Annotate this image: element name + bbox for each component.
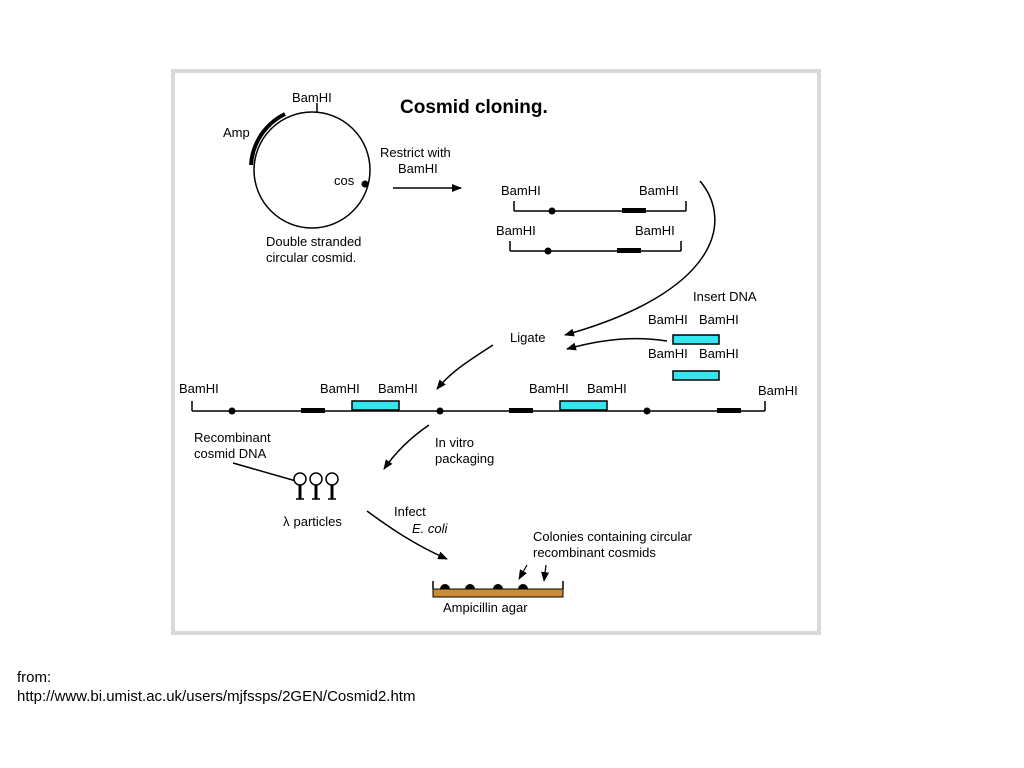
cosmid-bamhi-label: BamHI — [292, 90, 332, 105]
lambda-symbol: λ — [283, 514, 290, 529]
linear-fragment-1 — [513, 201, 687, 215]
fragment-1-right-label: BamHI — [639, 183, 679, 198]
cosmid-caption-line1: Double stranded — [266, 234, 361, 249]
packaging-label-line1: In vitro — [435, 435, 474, 450]
concatemer-dna — [191, 400, 766, 415]
concatemer-site-2-label: BamHI — [320, 381, 360, 396]
amp-label: Amp — [223, 125, 250, 140]
insert-fragment-1 — [672, 334, 720, 345]
ecoli-label: E. coli — [412, 521, 449, 536]
figure-canvas: Cosmid cloning. BamHI Amp cos Double str… — [175, 73, 817, 631]
ligate-label: Ligate — [510, 330, 545, 345]
insert-1-left-label: BamHI — [648, 312, 688, 327]
ampicillin-agar-plate — [432, 581, 564, 598]
insert-2-right-label: BamHI — [699, 346, 739, 361]
agar-label: Ampicillin agar — [443, 600, 528, 615]
concatemer-site-6-label: BamHI — [758, 383, 798, 398]
colonies-label-line2: recombinant cosmids — [533, 545, 656, 560]
recombinant-label-line1: Recombinant — [194, 430, 271, 445]
cos-label: cos — [334, 173, 355, 188]
source-caption: from: http://www.bi.umist.ac.uk/users/mj… — [17, 668, 415, 706]
infect-arrow — [366, 510, 448, 560]
diagram-title: Cosmid cloning. — [400, 97, 548, 118]
lambda-particles-label: λ particles — [283, 514, 342, 529]
packaging-label-line2: packaging — [435, 451, 494, 466]
insert-dna-label: Insert DNA — [693, 289, 757, 304]
restrict-label-line2: BamHI — [398, 161, 438, 176]
diagram-svg: Cosmid cloning. BamHI Amp cos Double str… — [179, 90, 798, 615]
amp-gene-marker — [249, 112, 286, 166]
insert-1-right-label: BamHI — [699, 312, 739, 327]
concatemer-site-3-label: BamHI — [378, 381, 418, 396]
recombinant-pointer-line — [232, 462, 297, 482]
insert-to-ligate-arrow — [566, 337, 668, 351]
ligate-arrow — [436, 344, 494, 390]
concatemer-site-5-label: BamHI — [587, 381, 627, 396]
concatemer-site-4-label: BamHI — [529, 381, 569, 396]
fragment-2-right-label: BamHI — [635, 223, 675, 238]
circular-cosmid — [253, 111, 371, 229]
lambda-phage-icons — [293, 472, 339, 500]
source-caption-line1: from: — [17, 669, 52, 686]
packaging-arrow — [383, 424, 430, 470]
infect-label: Infect — [394, 504, 426, 519]
source-url: http://www.bi.umist.ac.uk/users/mjfssps/… — [17, 688, 416, 705]
cosmid-cloning-figure: Cosmid cloning. BamHI Amp cos Double str… — [171, 69, 821, 635]
recombinant-label-line2: cosmid DNA — [194, 446, 267, 461]
fragment-2-left-label: BamHI — [496, 223, 536, 238]
concatemer-site-1-label: BamHI — [179, 381, 219, 396]
cosmid-caption-line2: circular cosmid. — [266, 250, 356, 265]
insert-fragment-2 — [672, 370, 720, 381]
cos-site-dot — [361, 180, 369, 188]
fragment-1-left-label: BamHI — [501, 183, 541, 198]
particles-word: particles — [294, 514, 343, 529]
insert-2-left-label: BamHI — [648, 346, 688, 361]
colony-pointer-2 — [541, 564, 550, 582]
restrict-label-line1: Restrict with — [380, 145, 451, 160]
colony-pointer-1 — [518, 564, 528, 580]
fragments-to-ligate-arrow — [564, 180, 716, 337]
colonies-label-line1: Colonies containing circular — [533, 529, 693, 544]
linear-fragment-2 — [509, 241, 682, 255]
